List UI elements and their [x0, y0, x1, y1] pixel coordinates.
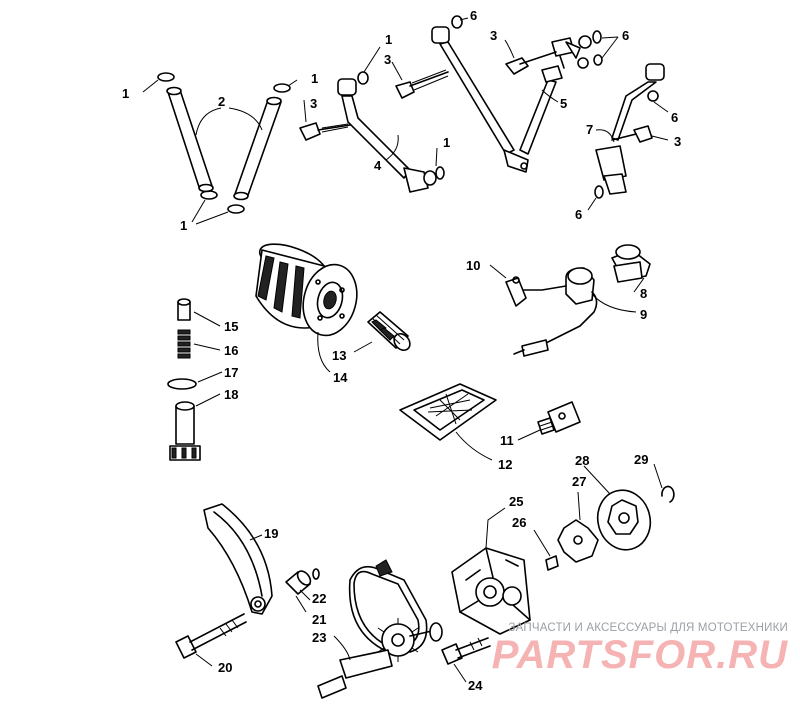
callout-8: 8: [640, 286, 647, 301]
callout-23: 23: [312, 630, 326, 645]
oil-tube-left: [157, 72, 218, 200]
air-filter-element: [399, 383, 497, 441]
callout-3: 3: [490, 28, 497, 43]
oil-tube-right: [227, 83, 291, 214]
oil-screen: [367, 311, 411, 352]
pump-pin: [545, 555, 559, 571]
spacer-bushing: [285, 568, 320, 595]
callout-6: 6: [575, 207, 582, 222]
callout-1: 1: [311, 71, 318, 86]
callout-28: 28: [575, 453, 589, 468]
pump-bolt: [441, 637, 491, 665]
callout-11: 11: [500, 433, 514, 448]
callout-12: 12: [498, 457, 512, 472]
outer-rotor: [596, 489, 652, 551]
callout-5: 5: [560, 96, 567, 111]
sprocket-shaft: [317, 618, 443, 699]
callout-9: 9: [640, 307, 647, 322]
watermark-logo: PARTSFOR.RU: [491, 633, 788, 677]
callout-17: 17: [224, 365, 238, 380]
chain-tensioner-arm: [203, 503, 273, 615]
callout-21: 21: [312, 612, 326, 627]
callout-15: 15: [224, 319, 238, 334]
callout-25: 25: [509, 494, 523, 509]
callout-10: 10: [466, 258, 480, 273]
callout-labels: 1 1 1 1 1 2 3 3 3 3 4 5 6 6 6 6 7 8 9 10…: [122, 8, 681, 693]
inner-rotor: [557, 519, 599, 563]
callout-29: 29: [634, 452, 648, 467]
callout-6: 6: [470, 8, 477, 23]
callout-13: 13: [332, 348, 346, 363]
callout-27: 27: [572, 474, 586, 489]
drive-chain: [348, 559, 428, 653]
callout-20: 20: [218, 660, 232, 675]
relief-valve: [167, 298, 201, 461]
callout-19: 19: [264, 526, 278, 541]
oil-line-5: [395, 15, 603, 173]
callout-14: 14: [333, 370, 348, 385]
callout-1: 1: [443, 135, 450, 150]
callout-22: 22: [312, 591, 326, 606]
callout-3: 3: [384, 52, 391, 67]
callout-1: 1: [122, 86, 129, 101]
oil-pressure-switch: [505, 244, 651, 357]
callout-24: 24: [468, 678, 483, 693]
callout-18: 18: [224, 387, 238, 402]
oil-filter: [255, 243, 358, 337]
snap-ring: [661, 485, 675, 503]
callout-1: 1: [180, 218, 187, 233]
callout-16: 16: [224, 343, 238, 358]
oil-line-7: [594, 63, 665, 199]
callout-26: 26: [512, 515, 526, 530]
watermark-subtitle: ЗАПЧАСТИ И АКСЕССУАРЫ ДЛЯ МОТОТЕХНИКИ: [508, 622, 788, 634]
callout-6: 6: [671, 110, 678, 125]
callout-6: 6: [622, 28, 629, 43]
callout-3: 3: [310, 96, 317, 111]
callout-7: 7: [586, 122, 593, 137]
callout-1: 1: [385, 32, 392, 47]
callout-2: 2: [218, 94, 225, 109]
oil-line-4: [299, 71, 445, 193]
callout-3: 3: [674, 134, 681, 149]
callout-4: 4: [374, 158, 382, 173]
tensioner-bolt: [175, 613, 247, 659]
oil-fitting: [537, 401, 581, 435]
watermark: ЗАПЧАСТИ И АКСЕССУАРЫ ДЛЯ МОТОТЕХНИКИ PA…: [488, 622, 788, 676]
